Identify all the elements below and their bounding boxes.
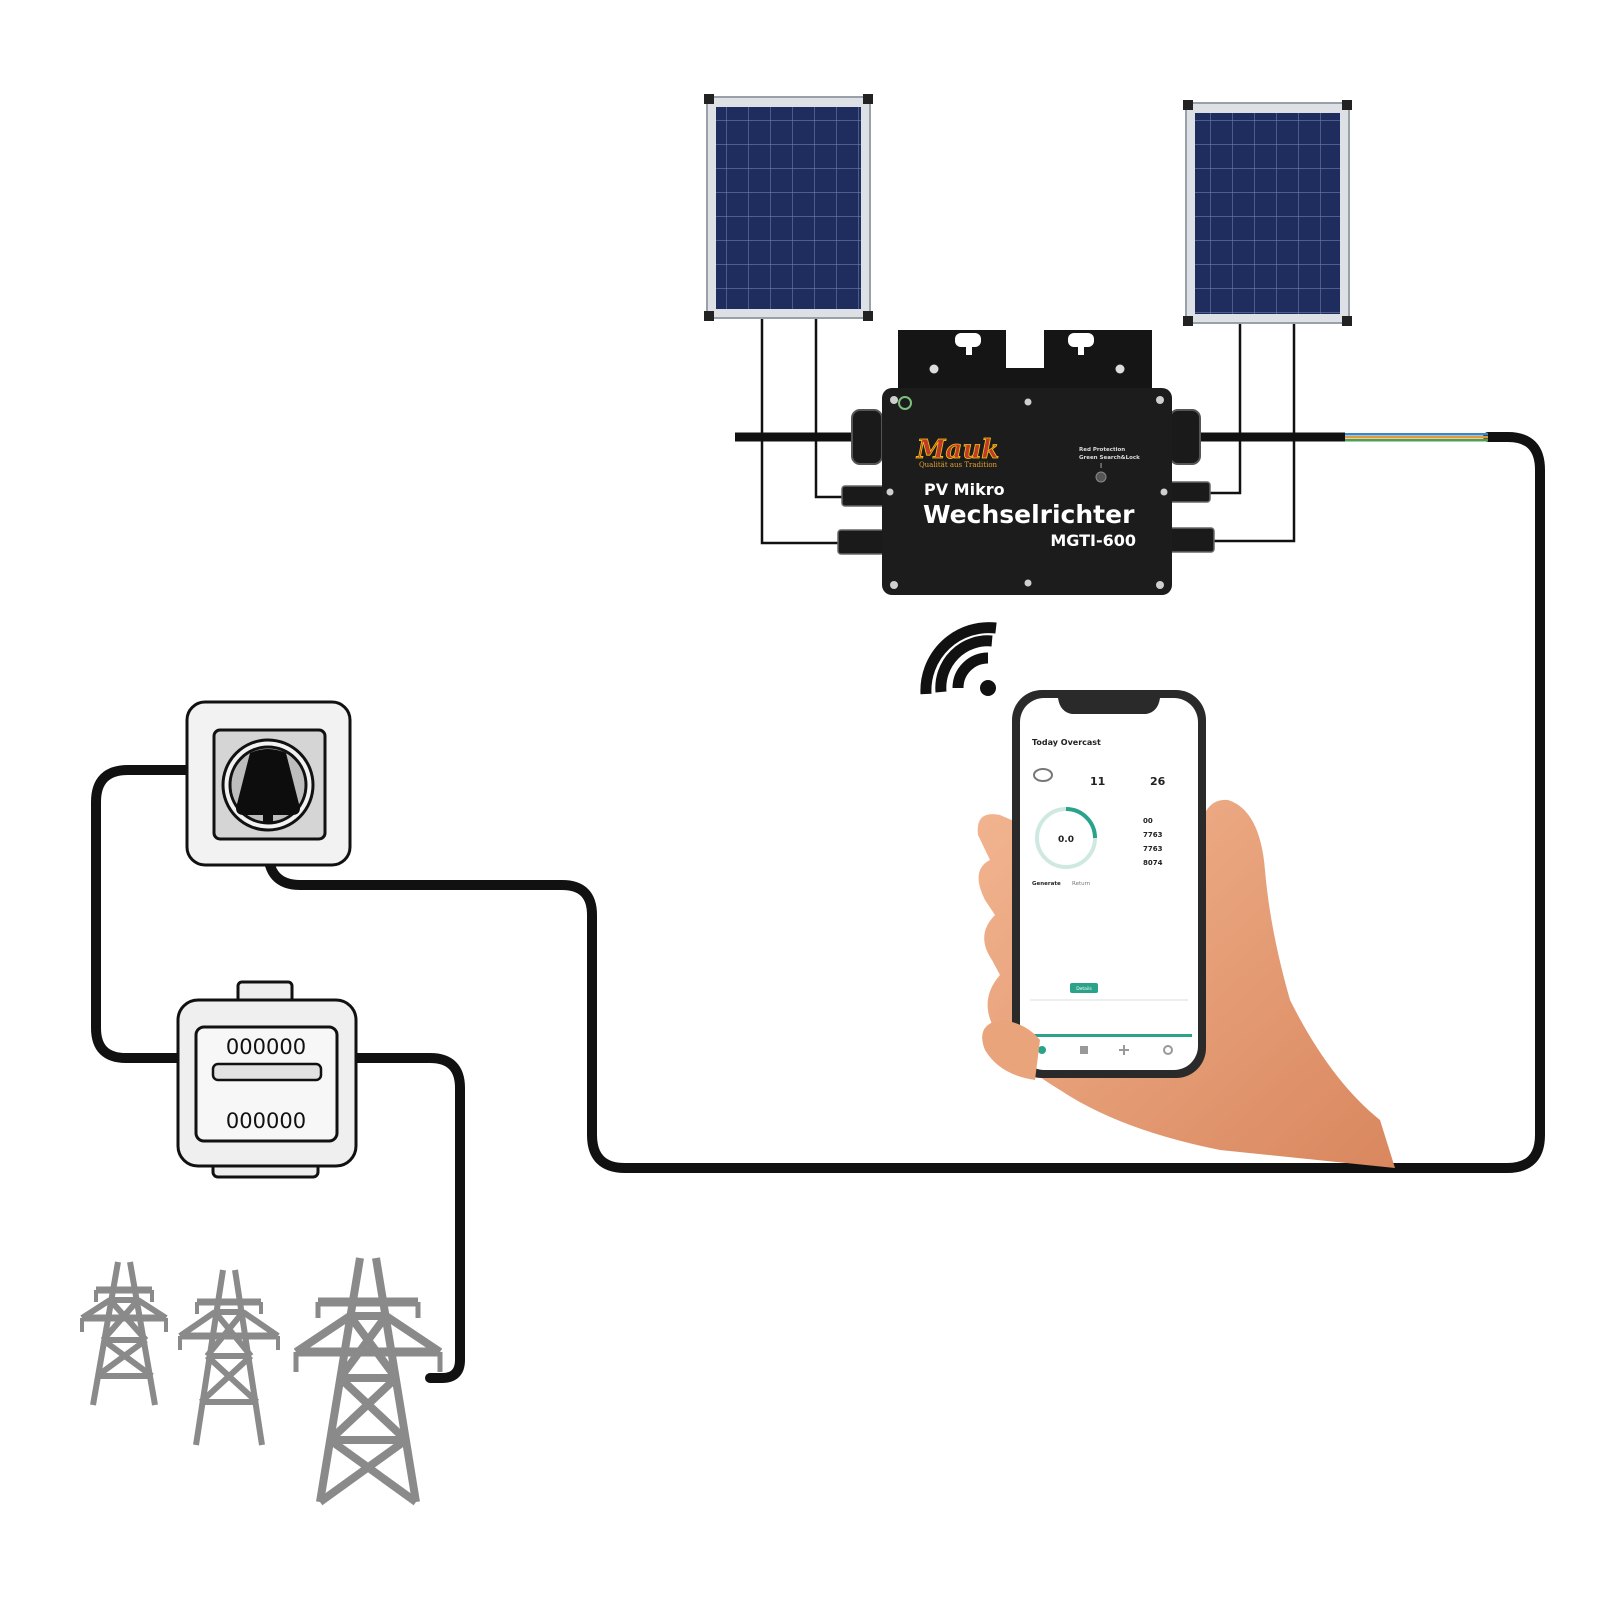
electricity-meter: 000000 000000 [176,980,358,1179]
thumb [982,1020,1040,1080]
meter-reading-top: 000000 [226,1035,306,1059]
meter-reading-bottom: 000000 [226,1109,306,1133]
pylon-2 [178,1269,280,1446]
wall-socket [185,700,352,867]
ac-gland-left [851,409,883,465]
ac-color-wires [1345,433,1488,442]
pylon-3 [293,1257,443,1506]
product-model: MGTI-600 [1050,531,1136,550]
meter-to-grid-cable [350,1053,465,1383]
app-chart-button[interactable] [1070,983,1098,993]
power-grid-towers [80,1257,443,1506]
cables [91,316,1545,1383]
app-reading-4: 8074 [1143,859,1163,867]
app-stat-1: 11 [1090,775,1105,788]
app-nav-stats-icon[interactable] [1080,1046,1088,1054]
phone-notch [1058,698,1160,714]
socket-to-meter-cable [91,765,192,1063]
ce-mark-icon [898,396,912,410]
brand-tagline: Qualität aus Tradition [919,461,998,469]
brand-logo: Mauk [916,435,1000,465]
app-nav-add-icon[interactable] [1119,1045,1129,1055]
app-tab-return[interactable]: Return [1072,881,1091,887]
plug [236,749,300,815]
app-gauge-value: 0.0 [1058,835,1074,845]
inverter-body [882,388,1172,595]
pylon-1 [80,1261,168,1406]
dc-wire-left-a [760,316,854,545]
app-nav-settings-icon[interactable] [1163,1045,1173,1055]
status-led [1095,471,1107,483]
phone-screen [1020,698,1198,1070]
ac-gland-right [1169,409,1201,465]
dc-wire-left-b [814,316,854,499]
app-stat-2: 26 [1150,775,1166,788]
app-ui: Today Overcast 11 26 0.0 00 7763 7763 80… [1024,738,1192,1055]
dc-wire-right-b [1198,320,1296,543]
led-label-red: Red Protection [1079,447,1125,453]
mounting-bracket [898,330,1152,392]
led-label-green: Green Search&Lock [1079,455,1140,461]
led-label-mark: I [1100,462,1102,470]
micro-inverter: Mauk Qualität aus Tradition Red Protecti… [837,330,1215,595]
ac-cable-main [263,432,1545,1173]
product-line-2: Wechselrichter [923,500,1135,529]
app-tab-generate[interactable]: Generate [1032,881,1061,887]
hand-holding-phone: Today Overcast 11 26 0.0 00 7763 7763 80… [977,690,1395,1168]
app-nav-home-icon[interactable] [1038,1046,1046,1054]
app-reading-1: 00 [1143,817,1153,825]
app-header-title: Today Overcast [1032,738,1101,747]
solar-panel-left [704,94,873,321]
dc-wire-right-a [1198,320,1242,495]
wifi-icon [920,622,997,696]
app-chart-button-label: Details [1076,986,1092,992]
app-reading-3: 7763 [1143,845,1163,853]
product-line-1: PV Mikro [924,480,1005,499]
solar-panel-right [1183,100,1352,326]
app-reading-2: 7763 [1143,831,1163,839]
